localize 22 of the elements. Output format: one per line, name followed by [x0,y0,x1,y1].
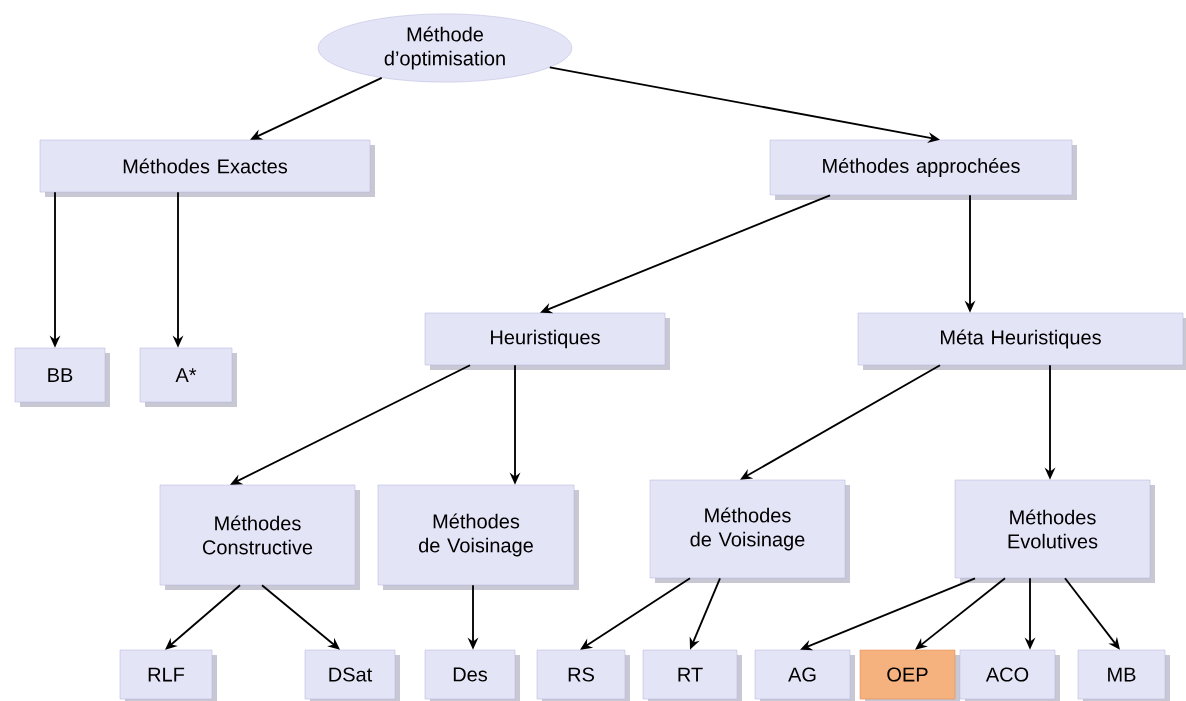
method-box: Heuristiques [424,312,670,370]
method-box: A* [139,347,237,407]
method-box: RLF [119,649,217,701]
method-box: Méthodes de Voisinage [649,479,850,583]
method-box: Méthodes Evolutives [954,479,1155,583]
method-box: Méthodes approchées [769,139,1077,200]
method-box: DSat [304,649,400,701]
method-box: Méta Heuristiques [857,312,1186,370]
arrow [261,584,340,650]
method-box: AG [754,649,855,701]
method-box: BB [14,347,110,407]
arrow [165,584,241,650]
arrow [915,577,1006,650]
method-box: RT [642,649,742,701]
method-box: Des [424,649,520,701]
method-box: MB [1077,649,1170,701]
method-box: ACO [959,649,1060,701]
method-box: RS [536,649,630,701]
method-box: Méthodes Constructive [159,484,360,590]
highlighted-method-box: OEP [859,649,960,701]
method-box: Méthodes Exactes [39,139,375,197]
method-box: Méthodes de Voisinage [377,484,579,590]
